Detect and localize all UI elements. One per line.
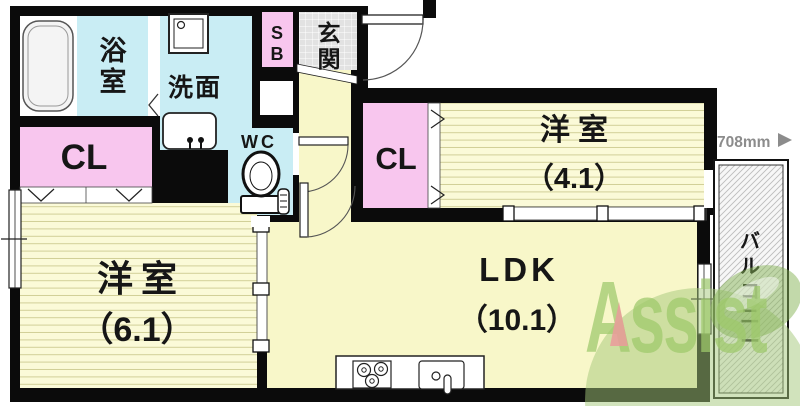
door-swing-arc — [300, 144, 349, 193]
door-swing-arc — [362, 19, 424, 81]
door-handle — [596, 205, 609, 222]
closet-right-sliding-doors — [427, 102, 446, 209]
washroom-door — [293, 133, 349, 193]
bath-door-gap — [148, 16, 160, 116]
ldk-entry-door — [299, 182, 356, 238]
closet-left-sliding-doors — [19, 186, 153, 204]
leaf-highlight-icon — [725, 276, 779, 312]
burner-center — [369, 378, 375, 384]
washer-inner — [173, 18, 204, 49]
washing-machine-icon — [168, 13, 209, 54]
sliding-door — [256, 216, 268, 348]
wc-door-opening — [251, 216, 270, 227]
door-handle — [502, 205, 515, 222]
door-swing-arrow-icon — [27, 188, 55, 202]
kitchen-counter — [335, 355, 485, 395]
door-handle — [693, 205, 706, 222]
bathtub-inner — [27, 25, 69, 107]
washroom-label: 洗面 — [168, 74, 222, 102]
burner-center — [361, 367, 367, 373]
door-handle — [252, 339, 270, 353]
door-swing-arrow-icon — [430, 185, 446, 205]
wall-door-jamb — [423, 0, 436, 18]
measurement-text: 708mm — [717, 134, 770, 151]
door-opening — [293, 133, 299, 175]
sink-icon — [418, 360, 465, 390]
sliding-track — [427, 102, 441, 209]
bath-label: 浴室 — [100, 36, 128, 97]
room-bath — [77, 16, 148, 116]
door-swing-arrow-icon — [430, 109, 446, 129]
entrance-door — [361, 14, 424, 81]
closet-right-label: CL — [375, 141, 416, 176]
room-bedroom-41 — [440, 103, 704, 208]
sink-drain — [431, 371, 441, 381]
room-closet-right — [363, 103, 428, 208]
door-leaf — [361, 14, 424, 25]
burner-center — [378, 366, 384, 372]
door-leaf — [299, 182, 309, 238]
toilet-bowl — [241, 150, 281, 198]
faucet-icon — [443, 374, 452, 395]
burner-icon — [356, 362, 372, 378]
washer-dial — [176, 20, 186, 30]
door-leaf — [298, 136, 349, 146]
washbasin-icon — [162, 112, 217, 150]
watermark-brand-text: Assist — [585, 260, 768, 373]
room-entrance-tile — [299, 12, 357, 70]
bath-folding-door-icon — [148, 93, 159, 117]
ldk-label: LDK — [479, 251, 559, 288]
window-bedroom61-left — [1, 189, 27, 289]
watermark-logo: Assist — [585, 260, 800, 406]
watermark-accent-triangle — [610, 302, 628, 346]
washer-outer — [168, 13, 209, 54]
ldk-size: （10.1） — [458, 303, 576, 337]
room-bedroom-61 — [20, 203, 257, 388]
bedroom41-size: （4.1） — [525, 162, 623, 195]
bedroom61-label: 洋室 — [97, 258, 185, 299]
door-swing-arrow-icon — [115, 188, 143, 202]
bedroom41-label: 洋室 — [540, 113, 616, 147]
door-handle — [252, 282, 270, 296]
sliding-door-bedroom41-ldk — [502, 205, 707, 222]
bathtub-outer — [22, 20, 74, 112]
entrance-label: 玄関 — [318, 20, 341, 72]
closet-left-label: CL — [61, 138, 108, 177]
burner-icon — [364, 373, 380, 389]
room-shoe-box — [262, 12, 293, 67]
leaf-icon — [710, 265, 800, 339]
bedroom61-size: （6.1） — [79, 310, 194, 349]
burner-icon — [373, 361, 389, 377]
measurement-708mm: 708mm — [717, 133, 792, 151]
toilet-shelf-lines — [280, 194, 287, 208]
entrance-step-edge — [296, 63, 358, 85]
room-closet-left — [20, 127, 152, 187]
toilet-tank — [240, 195, 282, 214]
door-swing-arc — [306, 185, 356, 238]
bathtub-icon — [22, 20, 74, 112]
wc-label: WC — [241, 132, 277, 152]
toilet-icon — [240, 150, 290, 215]
arrow-right-icon — [778, 133, 792, 147]
toilet-seat — [249, 161, 273, 191]
